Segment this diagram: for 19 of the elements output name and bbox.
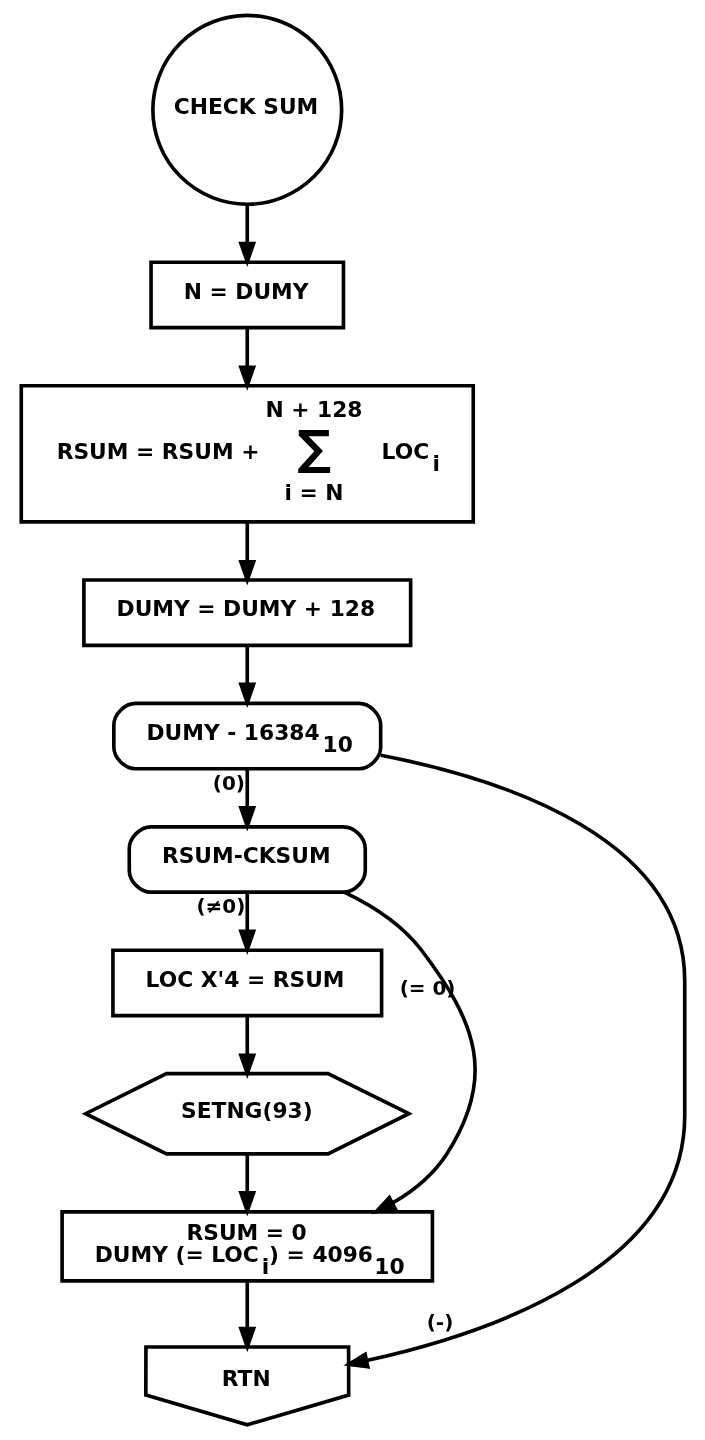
arrow — [237, 1154, 256, 1217]
edge-label: (0) — [212, 770, 245, 795]
node-box: RSUM-CKSUM — [126, 825, 367, 894]
arrow — [343, 890, 477, 1215]
arrow — [237, 892, 256, 955]
arrow — [342, 753, 687, 1369]
arrow — [237, 645, 256, 709]
arrow — [237, 1281, 256, 1353]
arrow — [237, 1016, 256, 1080]
arrow — [237, 328, 256, 391]
node-box: DUMY = DUMY + 128 — [81, 578, 412, 648]
node-circle: CHECK SUM — [150, 13, 343, 206]
arrow — [237, 769, 256, 832]
edge-label: (-) — [426, 1309, 453, 1334]
arrow — [237, 204, 256, 268]
arrow — [237, 522, 256, 586]
node-box: N = DUMY — [148, 260, 345, 330]
edge-label: (≠0) — [195, 894, 245, 919]
node-box: LOC X'4 = RSUM — [110, 948, 383, 1018]
